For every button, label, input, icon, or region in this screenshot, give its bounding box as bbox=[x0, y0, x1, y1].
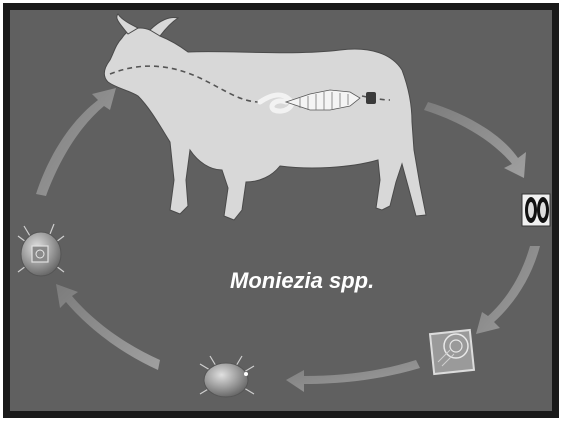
arrow-mite-to-infected-mite bbox=[56, 284, 160, 370]
diagram-title: Moniezia spp. bbox=[230, 268, 370, 294]
arrow-oncosphere-to-mite bbox=[286, 360, 420, 392]
diagram-panel: Moniezia spp. bbox=[10, 10, 552, 411]
arrow-infected-mite-to-cow bbox=[36, 88, 116, 196]
egg-icon bbox=[522, 194, 550, 226]
oncosphere-icon bbox=[430, 330, 474, 374]
cattle-icon bbox=[104, 14, 426, 220]
life-cycle-diagram bbox=[10, 10, 552, 411]
infected-mite-icon bbox=[18, 224, 64, 276]
arrow-cow-to-egg bbox=[424, 102, 526, 178]
mite-icon bbox=[200, 356, 254, 397]
arrow-egg-to-oncosphere bbox=[476, 246, 540, 334]
diagram-frame: Moniezia spp. bbox=[3, 3, 559, 418]
